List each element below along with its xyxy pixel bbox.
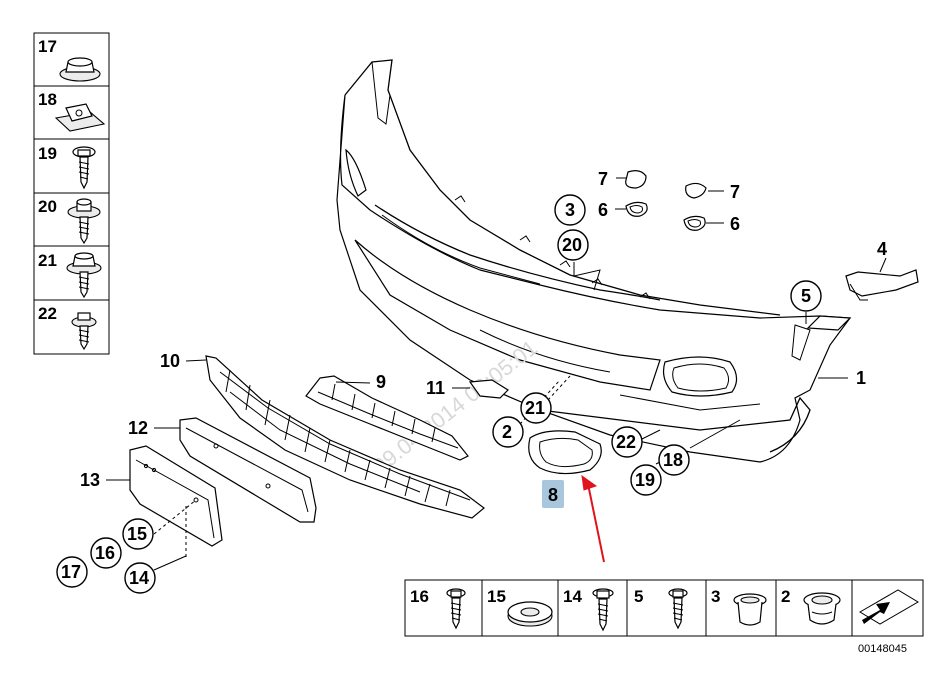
screw-icon [71,312,97,351]
screw-icon [446,588,466,630]
left-table-cell-label: 19 [38,144,57,163]
left-parts-table: 17 18 19 20 21 22 [33,32,110,355]
callout-12: 12 [128,418,148,438]
red-arrow [581,474,605,563]
callout-21: 21 [525,398,545,418]
hex-screw-icon [66,252,102,299]
direction-arrow-icon [859,589,919,625]
center-grille-drawing [305,375,469,461]
callout-5: 5 [801,286,811,306]
callout-7-lower: 7 [730,182,740,202]
left-table-cell-label: 18 [38,90,57,109]
callout-7-upper: 7 [598,169,608,189]
small-parts-drawing [625,170,919,301]
callout-circles [56,194,822,594]
callout-21-duplicate: 21 [38,250,58,270]
leader-lines [106,177,887,571]
fog-light-cover-drawing [528,430,602,475]
highlight-box [542,480,564,508]
callout-4: 4 [877,239,887,259]
callout-17: 17 [61,562,81,582]
callout-8: 8 [548,485,558,505]
callout-19: 19 [635,470,655,490]
license-bracket-drawing [179,417,317,523]
callout-3: 3 [565,200,575,220]
flange-screw-icon [67,198,101,245]
left-table-cell-label: 17 [38,37,57,56]
bottom-parts-table: 16 15 14 5 3 2 [404,579,924,637]
left-table-cell-label: 20 [38,197,57,216]
trim-piece-drawing [468,379,509,399]
grommet-icon [803,592,841,625]
callout-6-lower: 6 [730,214,740,234]
callout-14: 14 [129,568,149,588]
clip-nut-icon [54,103,106,132]
callout-11: 11 [426,378,445,398]
bottom-table-cell-label: 16 [410,587,429,606]
drawing-code: 00148045 [858,643,907,655]
left-table-cell-label: 21 [38,251,57,270]
bottom-table-cell-label: 2 [781,587,790,606]
front-bumper-drawing: 09.04.2014 08:05:01 [336,59,852,479]
callout-22: 22 [616,432,636,452]
screw-icon [72,146,96,190]
grommet-icon [59,57,101,82]
bottom-table-cell-label: 5 [634,587,643,606]
callout-13: 13 [80,470,100,490]
washer-icon [507,601,553,627]
callout-15: 15 [127,524,147,544]
bottom-table-cell-label: 15 [487,587,506,606]
callout-9: 9 [376,372,386,392]
screw-icon [668,588,688,630]
callout-16: 16 [95,543,115,563]
bottom-table-cell-label: 14 [563,587,582,606]
callout-2: 2 [502,422,512,442]
callout-6-upper: 6 [598,200,608,220]
left-table-cell-label: 22 [38,304,57,323]
callout-10: 10 [160,351,180,371]
screw-icon [592,588,614,632]
callout-1: 1 [856,368,866,388]
license-plate-base-drawing [129,445,223,547]
callout-18: 18 [663,450,683,470]
bottom-table-cell-label: 3 [711,587,720,606]
plug-icon [733,593,767,626]
callout-20: 20 [562,235,582,255]
lower-grille-drawing [205,355,485,519]
